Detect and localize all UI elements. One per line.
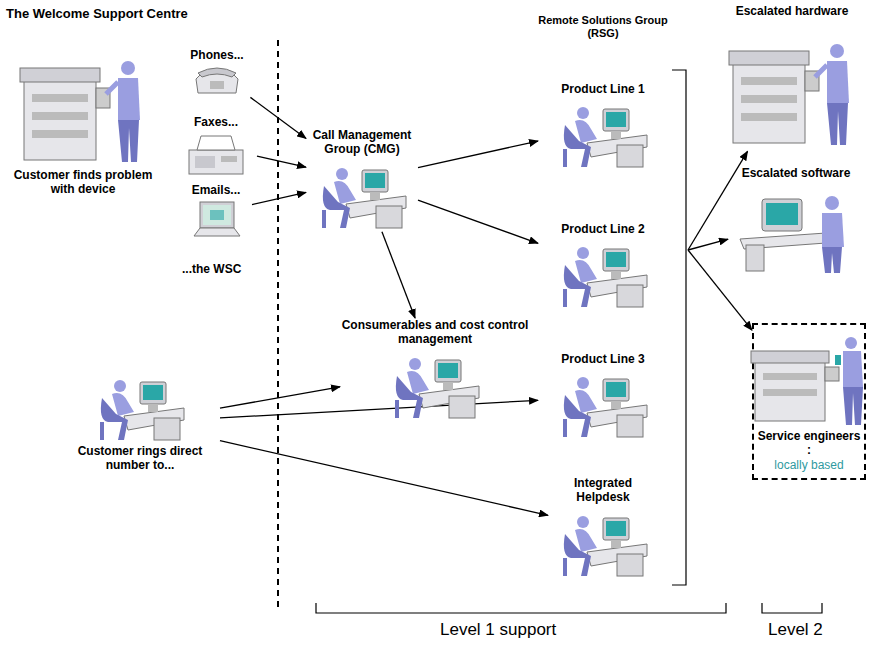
cmg-desk: Call Management Group (CMG) (306, 128, 418, 232)
node-label: Call Management Group (CMG) (306, 128, 418, 157)
arrow-connector (220, 441, 548, 516)
level-label: Level 2 (768, 620, 823, 640)
escalated-hardware: Escalated hardware (718, 4, 866, 151)
helpdesk-desk: Integrated Helpdesk (548, 476, 658, 580)
node-label: Escalated hardware (736, 4, 849, 18)
product-line-desk: Product Line 1 (538, 82, 668, 171)
arrow-connector (252, 192, 306, 204)
illustration (94, 372, 186, 444)
illustration (185, 132, 247, 178)
node-label: Escalated software (742, 166, 851, 180)
arrow-connector (688, 151, 748, 250)
rsg-bracket (672, 70, 686, 585)
illustration (727, 21, 857, 151)
node-label: locally based (774, 458, 843, 472)
consumables-desk: Consumerables and cost control managemen… (340, 318, 530, 422)
node-label: Product Line 3 (561, 352, 644, 366)
node-label: Product Line 1 (561, 82, 644, 96)
level-label: Level 1 support (440, 620, 556, 640)
node-label: Remote Solutions Group (RSG) (528, 14, 678, 40)
node-label: Integrated Helpdesk (548, 476, 658, 505)
illustration (749, 329, 869, 429)
illustration (557, 239, 649, 311)
illustration (557, 508, 649, 580)
node-label: Customer rings direct number to... (60, 444, 220, 473)
arrow-connector (257, 156, 306, 167)
wsc-label: ...the WSC (182, 262, 241, 276)
diagram-title: The Welcome Support Centre (6, 6, 188, 21)
rsg-group: Remote Solutions Group (RSG) Product Line… (528, 14, 678, 589)
node-label: Consumerables and cost control managemen… (340, 318, 530, 347)
arrow-connector (688, 250, 752, 330)
arrow-connector (220, 400, 538, 418)
faxes-input: Faxes... (175, 115, 257, 178)
illustration (18, 38, 148, 168)
dashed-divider (277, 40, 279, 612)
level1-bracket (316, 603, 726, 613)
level2-bracket (762, 603, 822, 613)
node-label: Emails... (192, 183, 241, 197)
illustration (557, 369, 649, 441)
arrow-connector (418, 200, 538, 243)
node-label: Phones... (190, 48, 243, 62)
illustration (190, 200, 242, 242)
arrow-connector (418, 141, 538, 167)
illustration (736, 183, 856, 275)
node-label: Service engineers : (756, 429, 862, 458)
illustration (389, 350, 481, 422)
arrow-connector (688, 239, 728, 250)
arrow-connector (382, 232, 415, 318)
product-line-desk: Product Line 2 (538, 222, 668, 311)
service-engineers: Service engineers :locally based (752, 323, 866, 480)
illustration (192, 65, 242, 97)
node-label: Faxes... (194, 115, 238, 129)
customer-direct: Customer rings direct number to... (60, 372, 220, 473)
product-line-desk: Product Line 3 (538, 352, 668, 441)
arrow-connector (220, 387, 340, 408)
node-label: Customer finds problem with device (8, 168, 158, 197)
emails-input: Emails... (180, 183, 252, 242)
illustration (316, 160, 408, 232)
arrow-connector (250, 97, 306, 138)
phones-input: Phones... (182, 48, 252, 97)
escalated-software: Escalated software (728, 166, 864, 275)
node-label: Product Line 2 (561, 222, 644, 236)
customer-device: Customer finds problem with device (8, 38, 158, 197)
illustration (557, 99, 649, 171)
